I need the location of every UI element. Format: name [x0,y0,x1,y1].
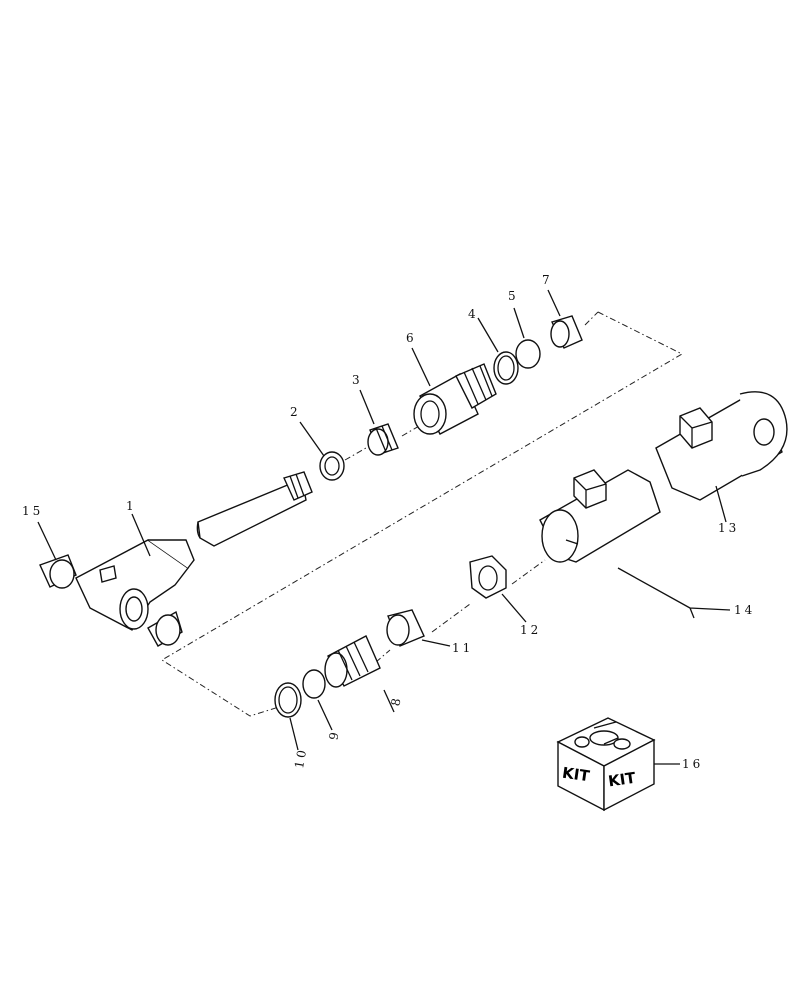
part-7-wear-ring [550,315,583,349]
part-8-piston [324,635,381,688]
assembly-boundary-dashed [161,311,684,717]
callout-13: 13 [718,521,739,535]
callout-1: 1 [126,499,137,513]
callout-6: 6 [406,331,417,345]
part-6-gland [413,363,497,435]
part-5-washer [515,339,541,369]
callout-5: 5 [508,289,519,303]
callout-12: 12 [520,623,541,637]
kit-label-left: KIT [561,764,591,786]
part-1-piston-rod [75,471,313,647]
callout-3: 3 [352,373,363,387]
leader-lines [37,289,727,765]
callout-7: 7 [542,273,553,287]
callout-2: 2 [290,405,301,419]
part-16-seal-kit-box: KIT KIT [556,717,656,812]
part-14-leader [617,567,731,619]
callout-9: 9 [326,728,342,741]
part-9-washer [302,669,326,699]
callout-11: 11 [452,641,473,655]
part-4-ring [493,351,519,385]
callout-numbers: 15 1 2 3 6 4 5 7 13 14 12 11 8 9 10 16 [22,273,755,771]
part-3-seal [367,423,399,456]
kit-label-right: KIT [607,769,637,791]
part-11-wear-ring [386,609,425,647]
callout-10: 10 [292,746,309,769]
part-13-cylinder-barrel [539,391,788,563]
part-15-bushing [39,554,77,589]
callout-4: 4 [468,307,479,321]
callout-16: 16 [682,757,703,771]
callout-14: 14 [734,603,755,617]
part-12-hex-nut [469,555,507,599]
callout-15: 15 [22,504,43,518]
part-10-ring [274,682,302,718]
part-2-o-ring [319,451,345,481]
callout-8: 8 [388,694,404,707]
